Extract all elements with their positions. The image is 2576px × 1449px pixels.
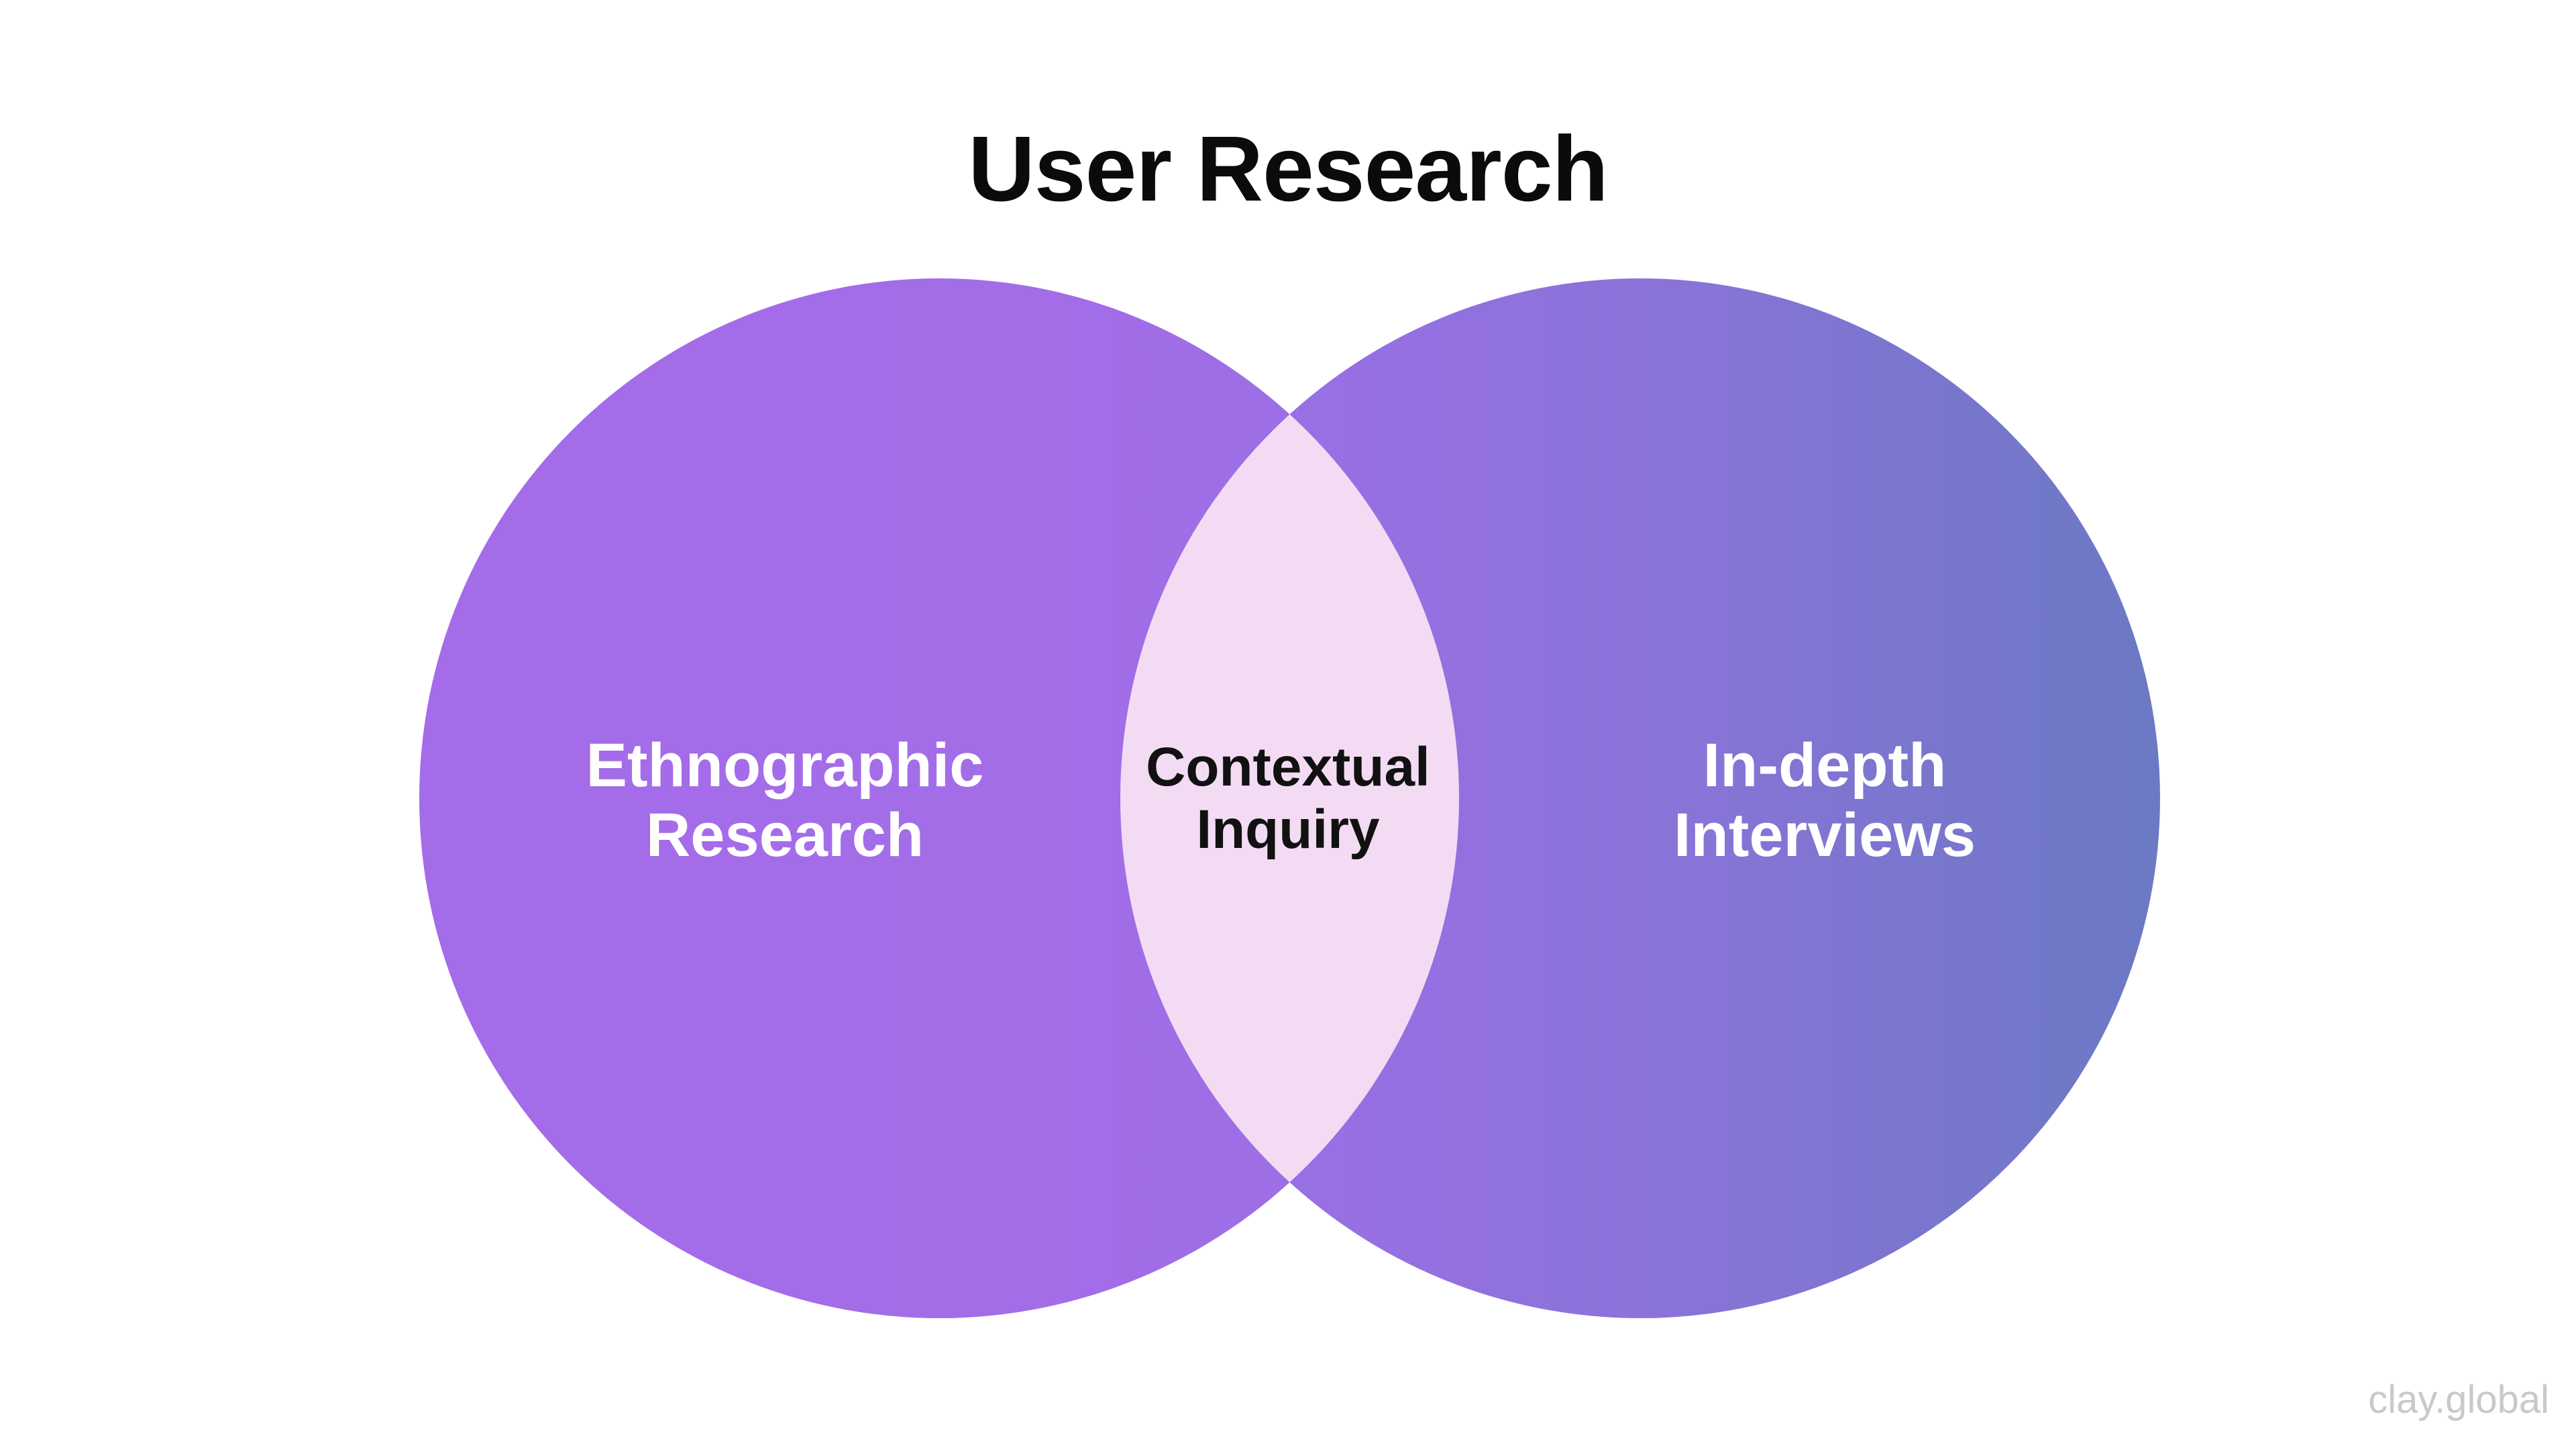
intersection-label-line2: Inquiry [1196,798,1380,860]
watermark: clay.global [2368,1378,2549,1421]
intersection-label: Contextual Inquiry [1107,737,1469,861]
intersection-label-line1: Contextual [1146,737,1430,798]
right-set-label-line1: In-depth [1703,731,1947,800]
intersection-region [1120,278,1459,1318]
right-set-label: In-depth Interviews [1570,731,2080,871]
left-set-label-line2: Research [645,800,924,869]
left-set-label: Ethnographic Research [530,731,1040,871]
left-set-label-line1: Ethnographic [586,731,984,800]
right-set-label-line2: Interviews [1674,800,1976,869]
diagram-title: User Research [968,117,1609,221]
